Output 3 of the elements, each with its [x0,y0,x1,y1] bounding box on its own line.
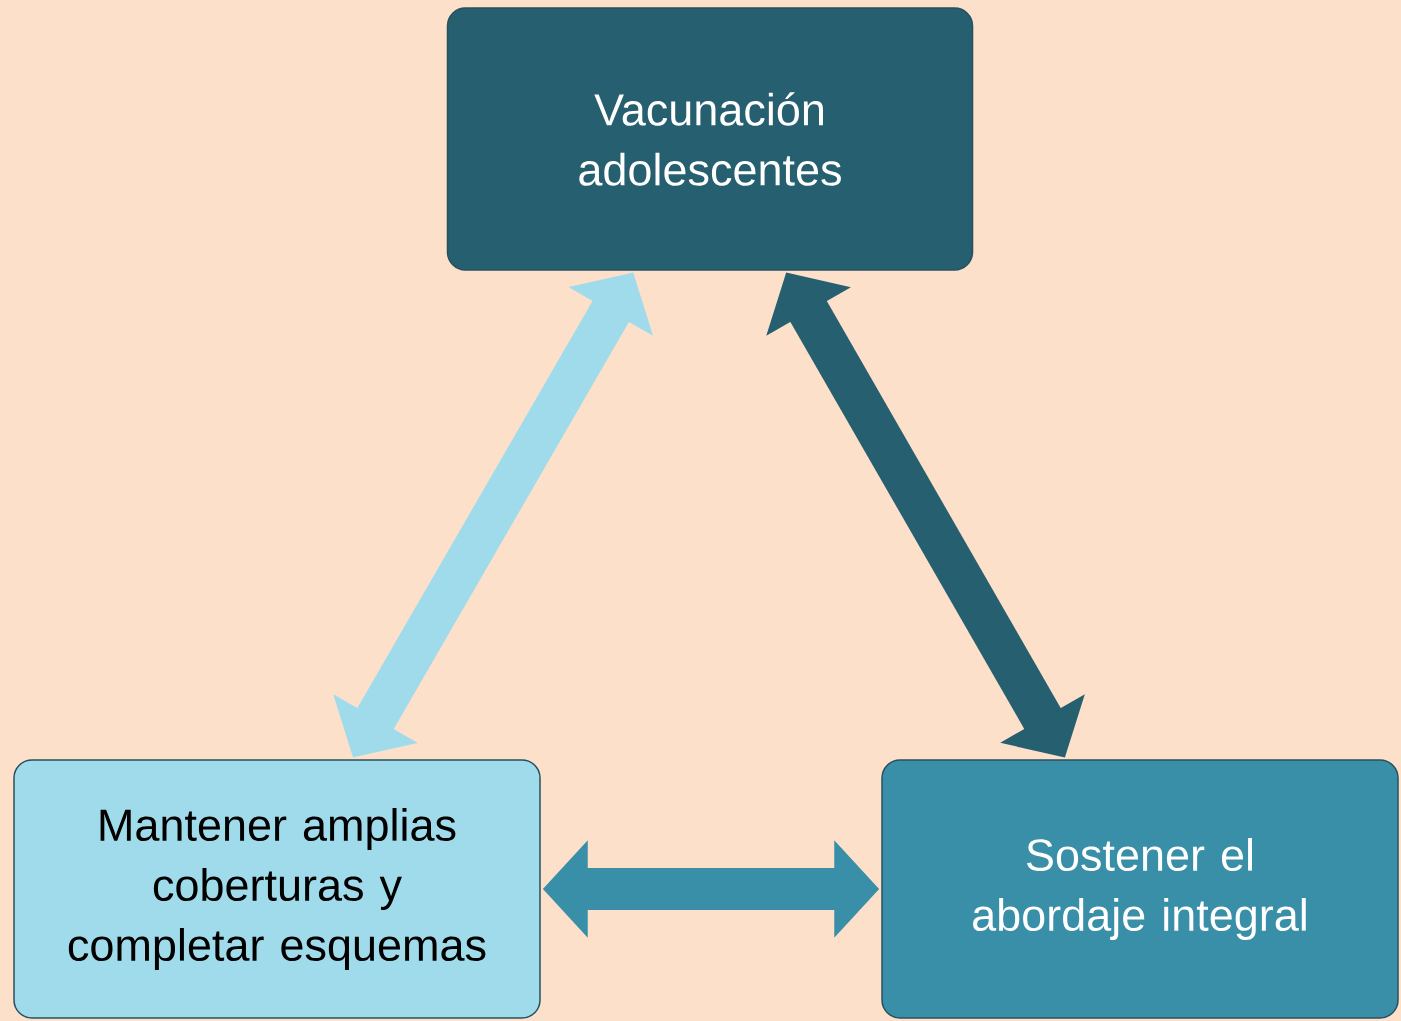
process-box: Mantener amplias coberturas y completar esquemas [13,759,541,1019]
process-box: Vacunación adolescentes [446,7,974,271]
process-box: Sostener el abordaje integral [881,759,1399,1019]
